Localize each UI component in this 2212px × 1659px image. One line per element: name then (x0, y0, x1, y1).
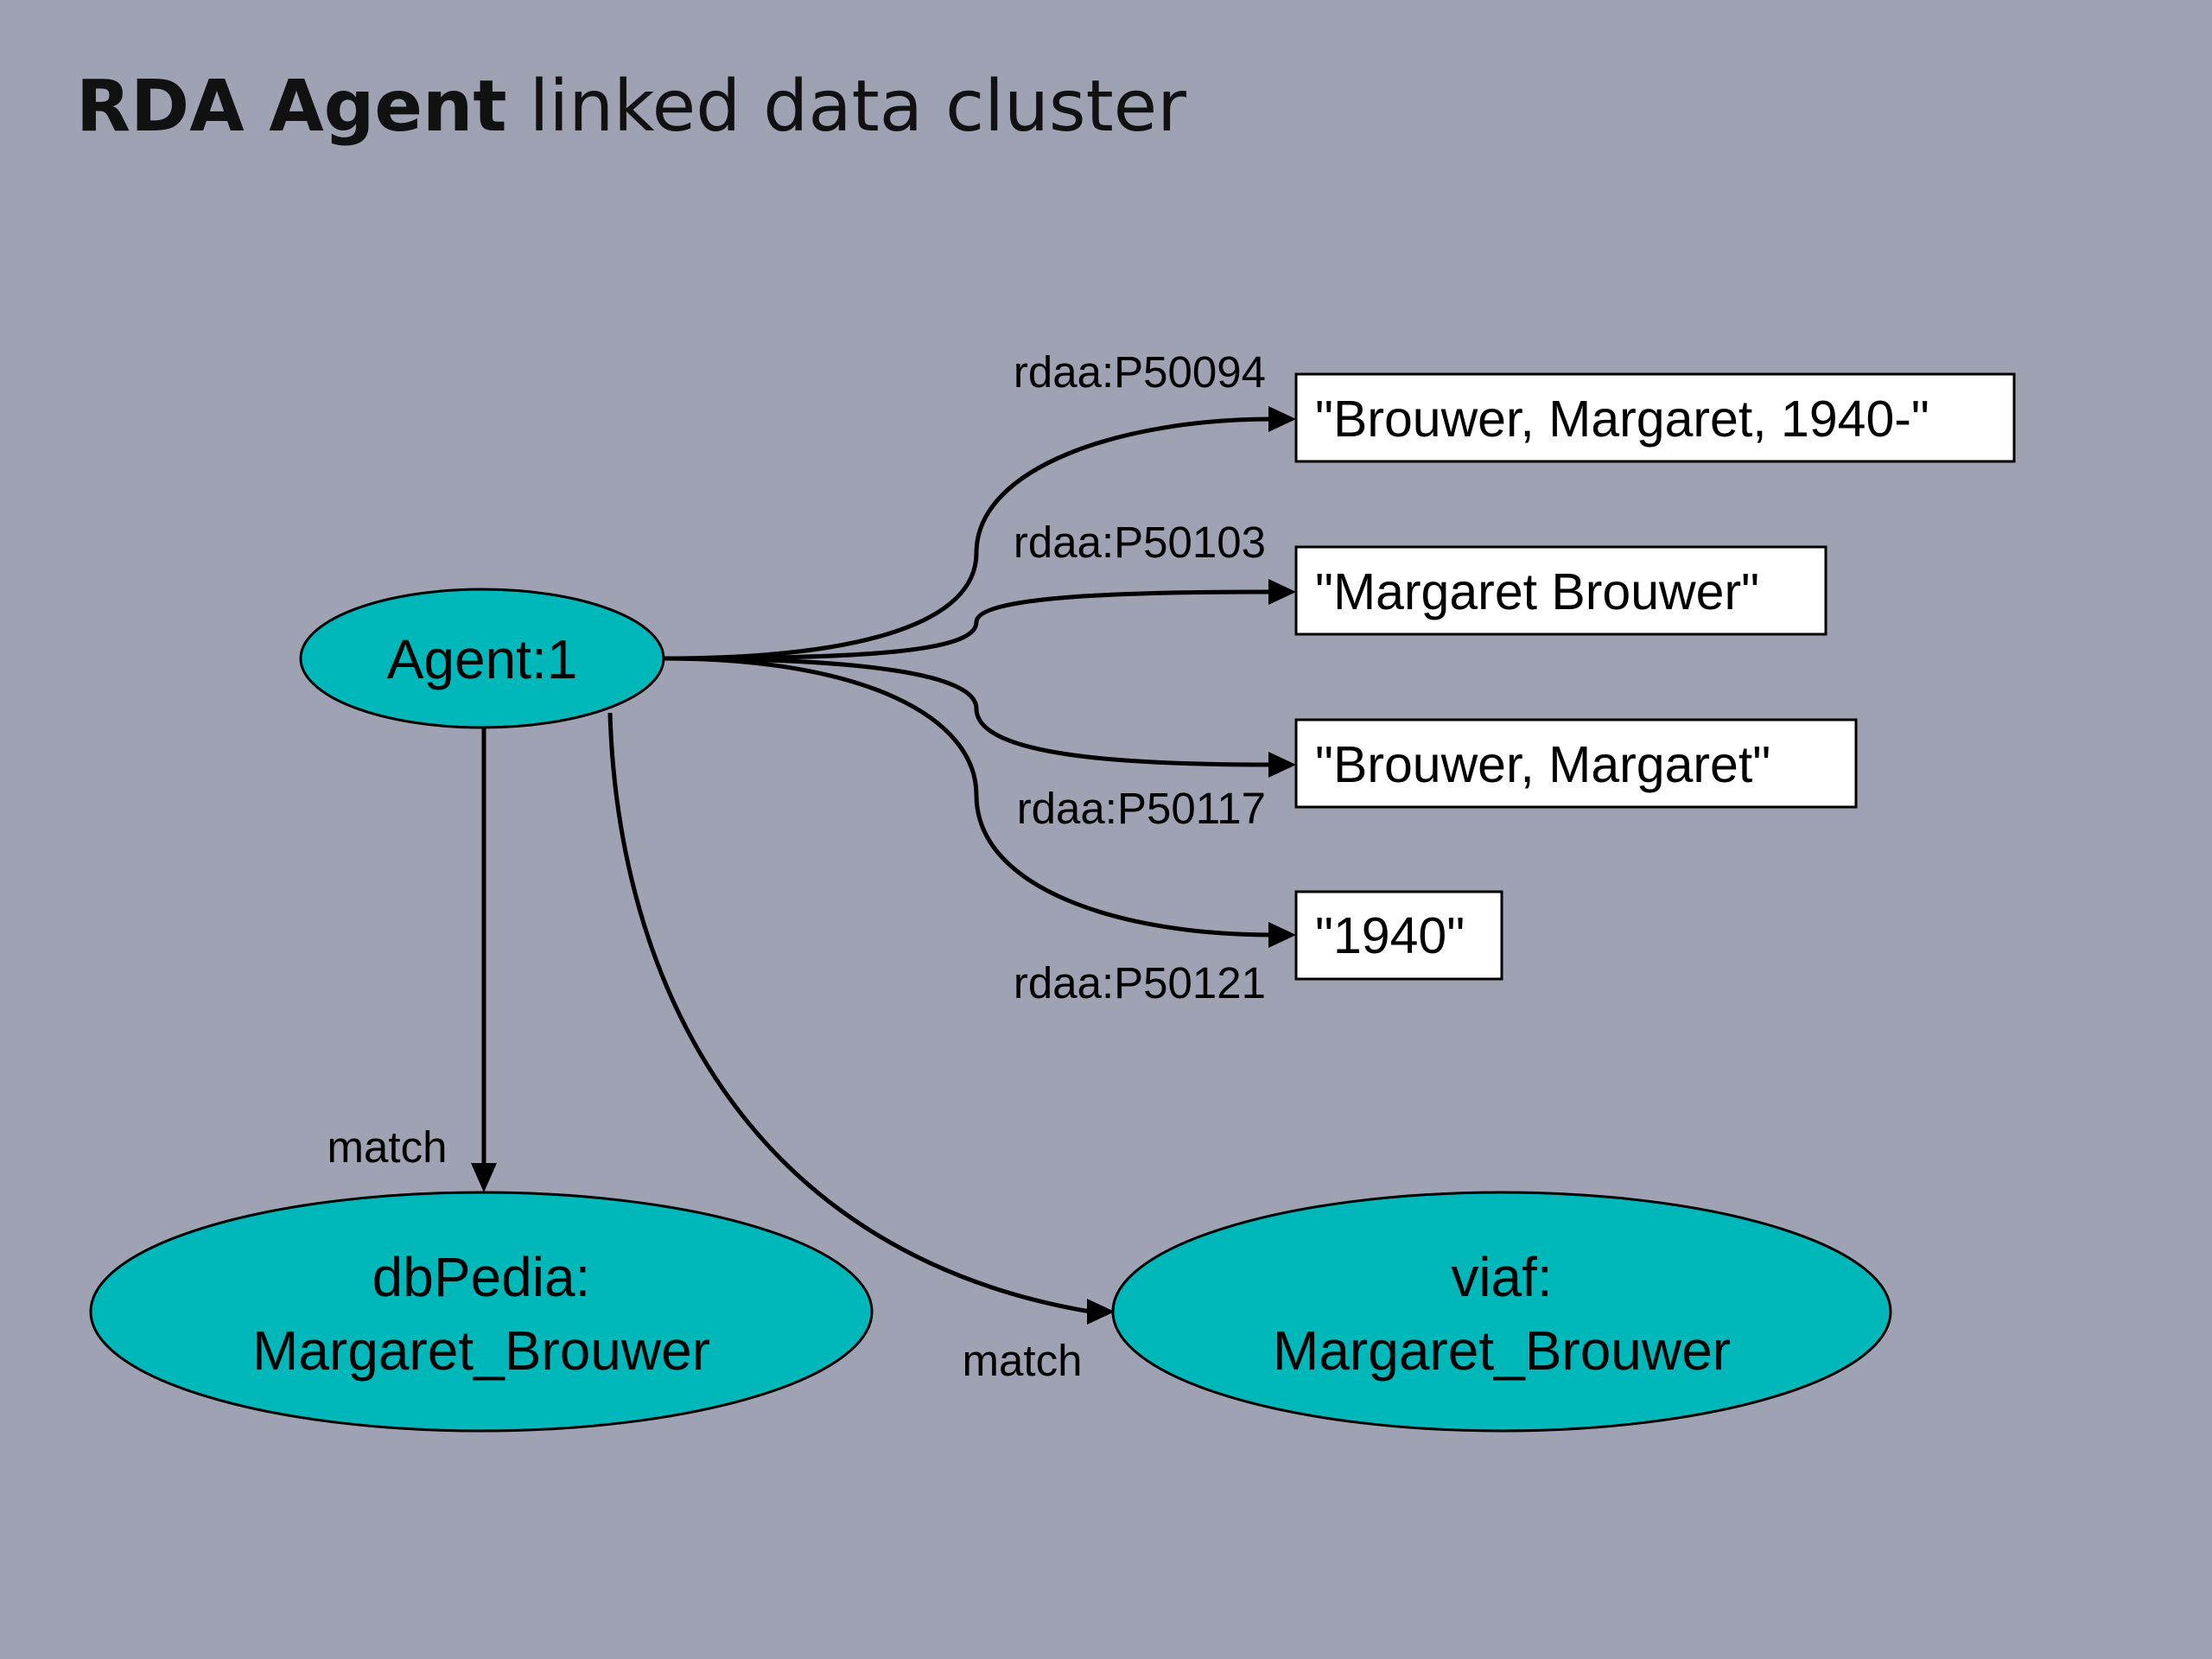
literal-label: "1940" (1315, 907, 1465, 964)
edge-p50094 (663, 416, 1273, 661)
literal-label: "Margaret Brouwer" (1315, 563, 1759, 620)
literal-node: "1940" (1294, 890, 1503, 981)
edge-label-p50117: rdaa:P50117 (1017, 784, 1266, 833)
dbpedia-node: dbPedia: Margaret_Brouwer (89, 1191, 874, 1433)
dbpedia-node-shape (89, 1191, 874, 1433)
slide-title-rest: linked data cluster (506, 66, 1186, 148)
agent-node: Agent:1 (299, 588, 665, 729)
edge-label-p50121: rdaa:P50121 (1014, 958, 1266, 1007)
edge-p50117 (663, 656, 1273, 767)
edge-label-p50094: rdaa:P50094 (1014, 347, 1266, 397)
literal-label: "Brouwer, Margaret, 1940-" (1315, 391, 1929, 448)
dbpedia-node-line2: Margaret_Brouwer (252, 1319, 710, 1382)
literal-node: "Margaret Brouwer" (1294, 545, 1827, 636)
agent-node-shape (299, 588, 665, 729)
edge-match-dbpedia-arrowhead (471, 1163, 497, 1192)
literal-box (1294, 545, 1827, 636)
agent-node-label: Agent:1 (387, 628, 578, 690)
edge-p50117-arrowhead (1268, 752, 1296, 778)
viaf-node-line1: viaf: (1451, 1246, 1552, 1308)
literal-box (1294, 890, 1503, 981)
edge-match-viaf (607, 712, 1091, 1314)
edge-match-viaf-arrowhead (1087, 1299, 1115, 1325)
edge-p50103-arrowhead (1268, 579, 1296, 605)
dbpedia-node-line1: dbPedia: (372, 1246, 591, 1308)
edge-p50121 (663, 656, 1273, 938)
literal-label: "Brouwer, Margaret" (1315, 736, 1770, 793)
literal-node: "Brouwer, Margaret" (1294, 718, 1858, 809)
viaf-node: viaf: Margaret_Brouwer (1111, 1191, 1892, 1433)
edge-p50121-arrowhead (1268, 922, 1296, 948)
literal-box (1294, 372, 2016, 463)
edge-label-match-dbpedia: match (327, 1122, 448, 1172)
edge-label-match-viaf: match (963, 1336, 1083, 1385)
viaf-node-shape (1111, 1191, 1892, 1433)
slide-title: RDA Agent linked data cluster (76, 65, 1186, 149)
edge-label-p50103: rdaa:P50103 (1014, 518, 1266, 567)
slide-title-bold: RDA Agent (76, 66, 507, 148)
viaf-node-line2: Margaret_Brouwer (1273, 1319, 1731, 1382)
edge-p50094-arrowhead (1268, 406, 1296, 432)
edge-p50103 (663, 589, 1273, 661)
literal-node: "Brouwer, Margaret, 1940-" (1294, 372, 2016, 463)
literal-box (1294, 718, 1858, 809)
